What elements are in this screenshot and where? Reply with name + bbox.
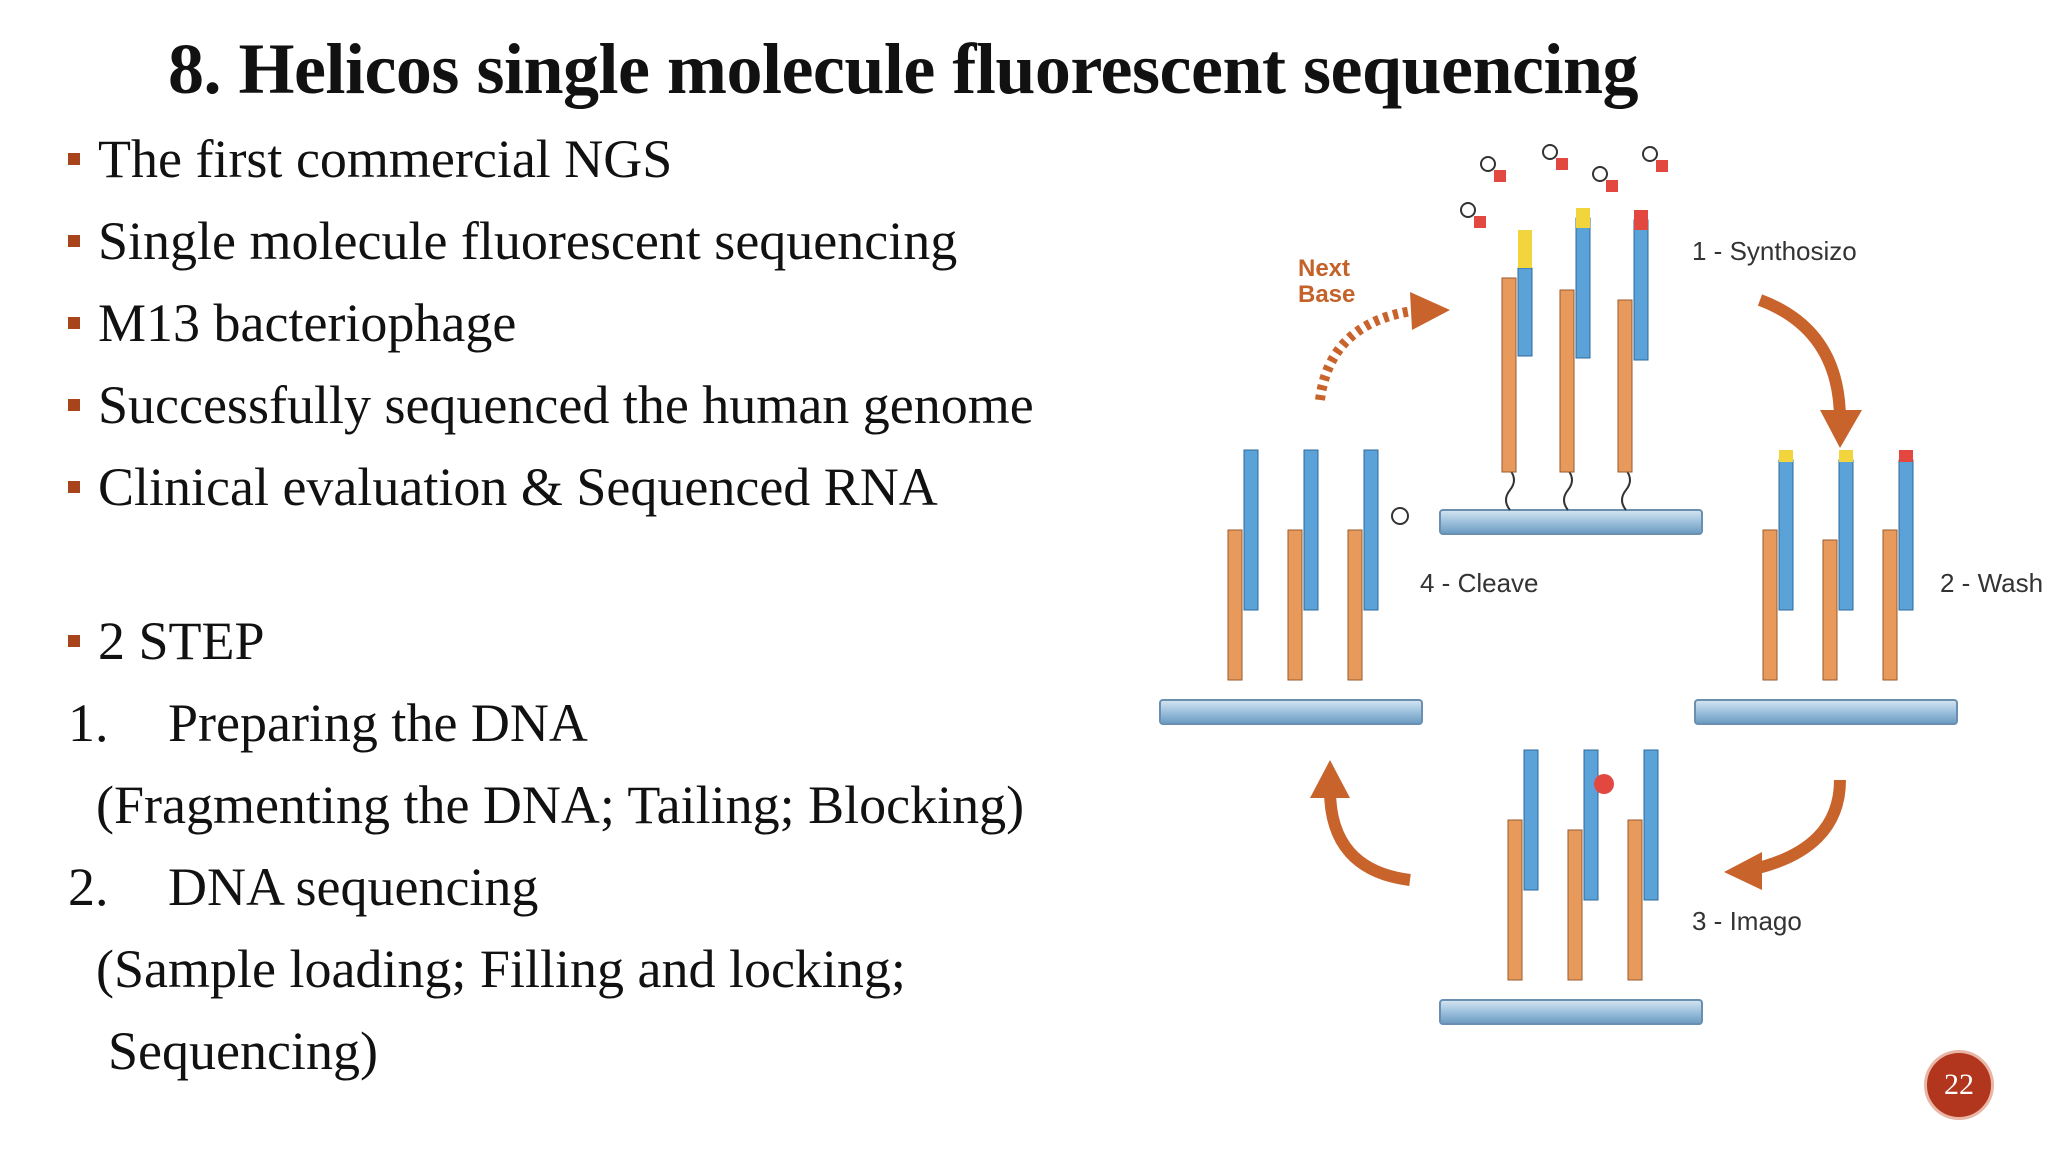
flow-cell-surface — [1159, 699, 1423, 725]
step-detail: Sequencing) — [108, 1021, 378, 1081]
step-item: 2. DNA sequencing — [68, 856, 538, 918]
bullet-marker-icon — [68, 234, 80, 247]
flow-cell-surface — [1694, 699, 1958, 725]
arrow-image-to-cleave-icon — [1324, 789, 1411, 886]
arrow-synthesize-to-wash-icon — [1757, 294, 1846, 421]
dna-strand — [1617, 210, 1649, 511]
step-detail: (Fragmenting the DNA; Tailing; Blocking) — [96, 775, 1025, 835]
dna-strand — [1627, 749, 1659, 981]
bullet-text: Successfully sequenced the human genome — [98, 375, 1034, 435]
step-detail: (Sample loading; Filling and locking; — [96, 939, 906, 999]
label-next-base-line2: Base — [1298, 281, 1355, 308]
bullet-text: Single molecule fluorescent sequencing — [98, 211, 958, 271]
bullet-marker-icon — [68, 480, 80, 493]
dna-strand — [1567, 749, 1614, 981]
step-label: Preparing the DNA — [168, 693, 588, 753]
bullet-marker-icon — [68, 152, 80, 165]
arrow-head-icon — [1820, 410, 1862, 448]
bullet-item: The first commercial NGS — [68, 128, 672, 190]
label-next-base-line1: Next — [1298, 255, 1350, 282]
dna-strand — [1822, 450, 1854, 681]
bullet-text: Clinical evaluation & Sequenced RNA — [98, 457, 938, 517]
dna-strand — [1287, 449, 1319, 681]
dna-strand — [1347, 449, 1379, 681]
bullet-item: Clinical evaluation & Sequenced RNA — [68, 456, 938, 518]
dna-strand — [1501, 230, 1533, 511]
bullet-item: Single molecule fluorescent sequencing — [68, 210, 957, 272]
dna-strand — [1762, 450, 1794, 681]
bullet-text: 2 STEP — [98, 611, 265, 671]
arrow-head-icon — [1724, 852, 1762, 890]
arrow-head-icon — [1310, 760, 1350, 798]
image-panel — [1439, 749, 1703, 1025]
step-label: DNA sequencing — [168, 857, 539, 917]
bullet-item: 2 STEP — [68, 610, 265, 672]
step-number: 2. — [68, 857, 109, 917]
label-image: 3 - Imago — [1692, 906, 1802, 936]
synthesize-panel — [1439, 144, 1703, 535]
fluorescence-signal-icon — [1594, 774, 1614, 794]
bullet-item: Successfully sequenced the human genome — [68, 374, 1034, 436]
slide-title: 8. Helicos single molecule fluorescent s… — [168, 29, 1639, 109]
bullet-text: The first commercial NGS — [98, 129, 673, 189]
flow-cell-surface — [1439, 509, 1703, 535]
bullet-marker-icon — [68, 316, 80, 329]
step-number: 1. — [68, 693, 109, 753]
dna-strand — [1507, 749, 1539, 981]
helicos-cycle-diagram: 1 - Synthosizo 2 - Wash 3 - Imago 4 - Cl… — [1159, 144, 2043, 1025]
fluorescent-nucleotide — [1460, 144, 1668, 228]
page-number-badge: 22 — [1924, 1050, 1994, 1120]
bullet-item: M13 bacteriophage — [68, 292, 516, 354]
step-item: 1. Preparing the DNA — [68, 692, 588, 754]
cleave-panel — [1159, 449, 1423, 725]
cleaved-dye-icon — [1391, 507, 1409, 525]
arrow-next-base-icon — [1315, 305, 1421, 401]
arrow-wash-to-image-icon — [1748, 779, 1846, 876]
label-wash: 2 - Wash — [1940, 568, 2043, 598]
label-synthesize: 1 - Synthosizo — [1692, 236, 1857, 266]
wash-panel — [1694, 450, 1958, 725]
dna-strand — [1559, 208, 1591, 511]
arrow-head-icon — [1410, 292, 1450, 330]
flow-cell-surface — [1439, 999, 1703, 1025]
label-cleave: 4 - Cleave — [1420, 568, 1539, 598]
bullet-text: M13 bacteriophage — [98, 293, 517, 353]
bullet-marker-icon — [68, 398, 80, 411]
bullet-marker-icon — [68, 634, 80, 647]
dna-strand — [1227, 449, 1259, 681]
dna-strand — [1882, 450, 1914, 681]
